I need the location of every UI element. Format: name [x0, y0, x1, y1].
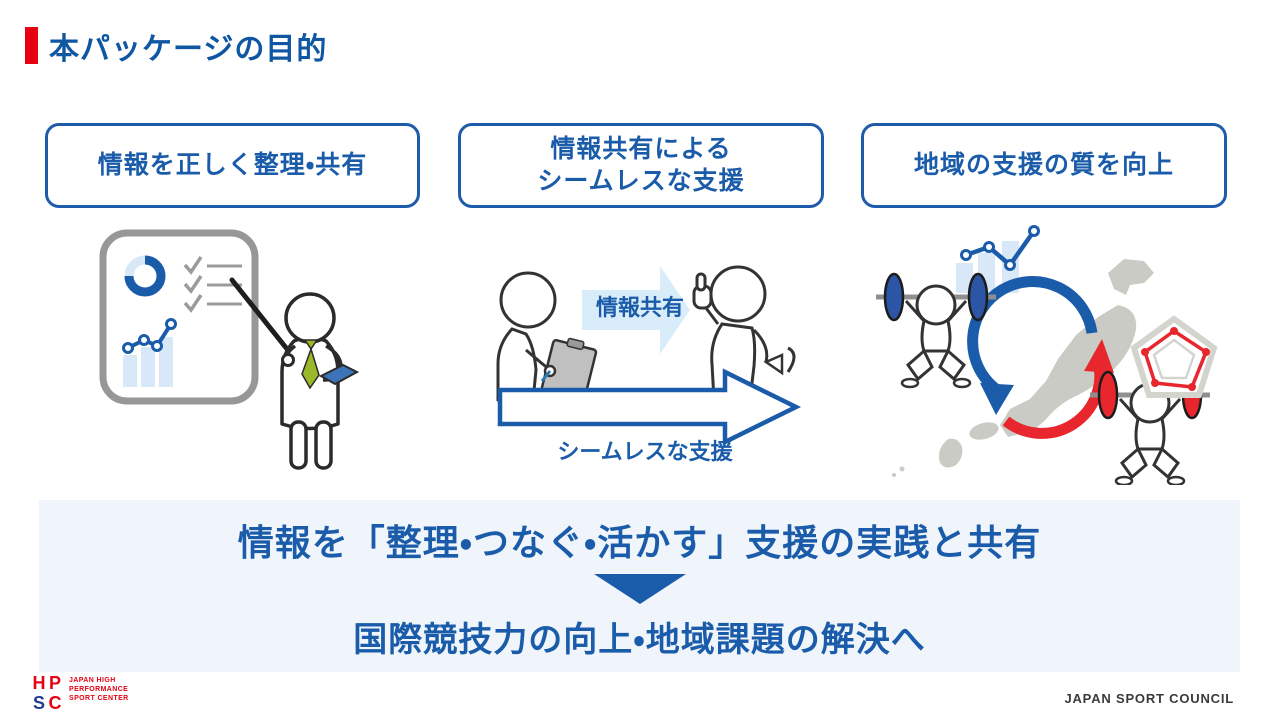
share-block-arrow-icon — [582, 266, 690, 354]
topic-box-label: 情報共有による シームレスな支援 — [537, 135, 745, 195]
whiteboard-icon — [99, 229, 259, 405]
red-cycle-arrow-icon — [1002, 339, 1114, 439]
hpsc-logo-line: PERFORMANCE — [69, 686, 129, 693]
hpsc-logo-line: SPORT CENTER — [69, 695, 129, 702]
logo-letter-p: P — [48, 673, 61, 693]
seamless-outline-arrow-icon — [497, 368, 802, 446]
title-accent-bar — [25, 27, 38, 64]
book-icon — [318, 363, 360, 386]
logo-letter-c: C — [48, 693, 62, 713]
hpsc-logo-letters: H P S C — [31, 673, 63, 713]
seamless-arrow-label: シームレスな支援 — [557, 439, 733, 464]
share-arrow-label: 情報共有 — [595, 295, 684, 320]
regional-support-illustration — [876, 225, 1218, 485]
japan-map-icon — [892, 259, 1154, 477]
down-arrow-icon — [593, 574, 686, 604]
logo-letter-s: S — [32, 693, 45, 713]
radar-chart-icon — [1130, 315, 1218, 398]
page-title: 本パッケージの目的 — [49, 33, 328, 66]
summary-band: 情報を「整理・つなぐ・活かす」支援の実践と共有 国際競技力の向上・地域課題の解決… — [39, 500, 1240, 672]
topic-box-label: 地域の支援の質を向上 — [913, 150, 1174, 179]
organization-name: JAPAN SPORT COUNCIL — [1064, 691, 1234, 706]
hpsc-logo: H P S C JAPAN HIGH PERFORMANCE SPORT CEN… — [31, 673, 129, 713]
summary-line2: 国際競技力の向上・地域課題の解決へ — [353, 621, 926, 659]
hpsc-logo-text: JAPAN HIGH PERFORMANCE SPORT CENTER — [69, 676, 129, 703]
hpsc-logo-line: JAPAN HIGH — [69, 677, 116, 684]
topic-box-organize: 情報を正しく整理・共有 — [45, 123, 420, 208]
topic-box-label: 情報を正しく整理・共有 — [97, 150, 368, 179]
blue-cycle-arrow-icon — [967, 276, 1098, 415]
summary-line1: 情報を「整理・つなぐ・活かす」支援の実践と共有 — [237, 522, 1042, 563]
logo-letter-h: H — [32, 673, 46, 693]
information-sharing-illustration — [496, 265, 802, 446]
bar-line-chart-icon — [122, 318, 177, 387]
topic-box-seamless: 情報共有による シームレスな支援 — [458, 123, 824, 208]
topic-box-regional-quality: 地域の支援の質を向上 — [861, 123, 1227, 208]
weightlifter-blue-icon — [876, 272, 996, 389]
whiteboard-presenter-illustration — [99, 229, 360, 470]
donut-chart-icon — [124, 255, 166, 297]
presenter-figure — [229, 277, 360, 470]
